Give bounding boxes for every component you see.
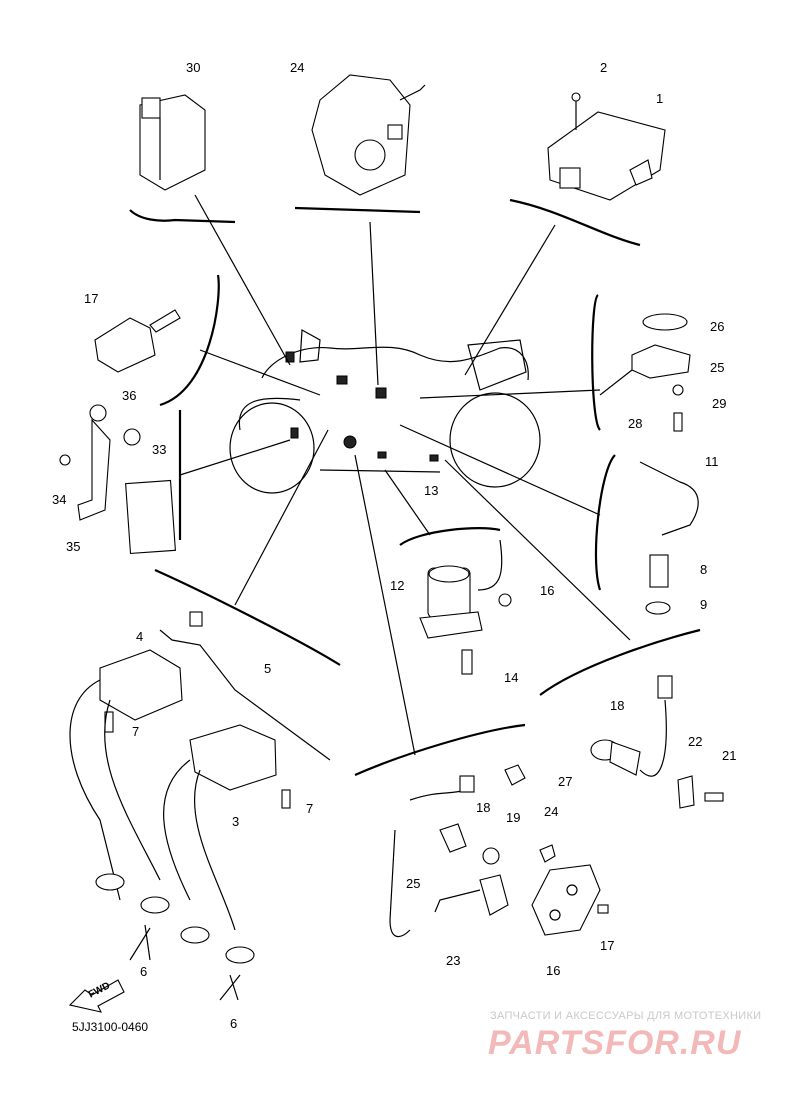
- label-14: 16: [540, 583, 554, 598]
- label-3: 3: [232, 814, 239, 829]
- part-number-labels: 30 24 2 1 17 26 25 29 28 36 33 34 35 13 …: [52, 60, 736, 1031]
- label-33: 33: [152, 442, 166, 457]
- label-27: 27: [558, 774, 572, 789]
- label-34: 34: [52, 492, 66, 507]
- motorcycle-outline: [229, 329, 541, 494]
- label-36: 36: [122, 388, 136, 403]
- part-20-22-sensor: [590, 675, 724, 809]
- label-7a: 7: [132, 724, 139, 739]
- label-24: 24: [544, 804, 558, 819]
- label-30: 28: [628, 416, 642, 431]
- label-8: 8: [700, 562, 707, 577]
- label-9: 9: [700, 597, 707, 612]
- part-1-ecu: [547, 92, 666, 201]
- label-17: 17: [600, 938, 614, 953]
- label-31: 29: [712, 396, 726, 411]
- part-32-relay: [139, 94, 206, 191]
- label-23: 23: [446, 953, 460, 968]
- label-28: 25: [710, 360, 724, 375]
- label-26: 24: [290, 60, 304, 75]
- label-21: 21: [722, 748, 736, 763]
- watermark-text: ЗАПЧАСТИ И АКСЕССУАРЫ ДЛЯ МОТОТЕХНИКИ: [490, 1010, 762, 1022]
- label-1: 1: [656, 91, 663, 106]
- label-35: 35: [66, 539, 80, 554]
- fwd-arrow-icon: [68, 979, 125, 1013]
- part-8-10-sensor-wire: [639, 461, 699, 615]
- part-33-36-bracket: [59, 404, 176, 555]
- label-29: 26: [710, 319, 724, 334]
- label-5: 5: [264, 661, 271, 676]
- label-6b: 6: [230, 1016, 237, 1031]
- label-7b: 7: [306, 801, 313, 816]
- label-15: 17: [84, 291, 98, 306]
- label-13: 14: [504, 670, 518, 685]
- part-16-27-pickup: [389, 764, 609, 938]
- part-4-ignition-coil: [99, 611, 331, 761]
- label-12: 13: [424, 483, 438, 498]
- label-2: 2: [600, 60, 607, 75]
- callout-lines: [129, 194, 701, 777]
- part-3-ignition-coil: [189, 724, 291, 809]
- label-20: 18: [610, 698, 624, 713]
- label-22: 22: [688, 734, 702, 749]
- watermark-logo: PARTSFOR.RU: [488, 1024, 742, 1062]
- part-15-sensor: [94, 309, 181, 373]
- part-26-starter-relay: [311, 74, 426, 196]
- part-11-14-solenoid: [419, 539, 512, 675]
- label-19: 19: [506, 810, 520, 825]
- label-25: 25: [406, 876, 420, 891]
- part-28-31-switch: [599, 313, 691, 432]
- label-16: 16: [546, 963, 560, 978]
- label-11: 12: [390, 578, 404, 593]
- label-18: 18: [476, 800, 490, 815]
- label-6a: 6: [140, 964, 147, 979]
- diagram-code: 5JJ3100-0460: [72, 1020, 149, 1034]
- part-6-plug-leads: [69, 679, 255, 1001]
- label-4: 4: [136, 629, 143, 644]
- label-10: 11: [705, 454, 719, 469]
- label-32: 30: [186, 60, 200, 75]
